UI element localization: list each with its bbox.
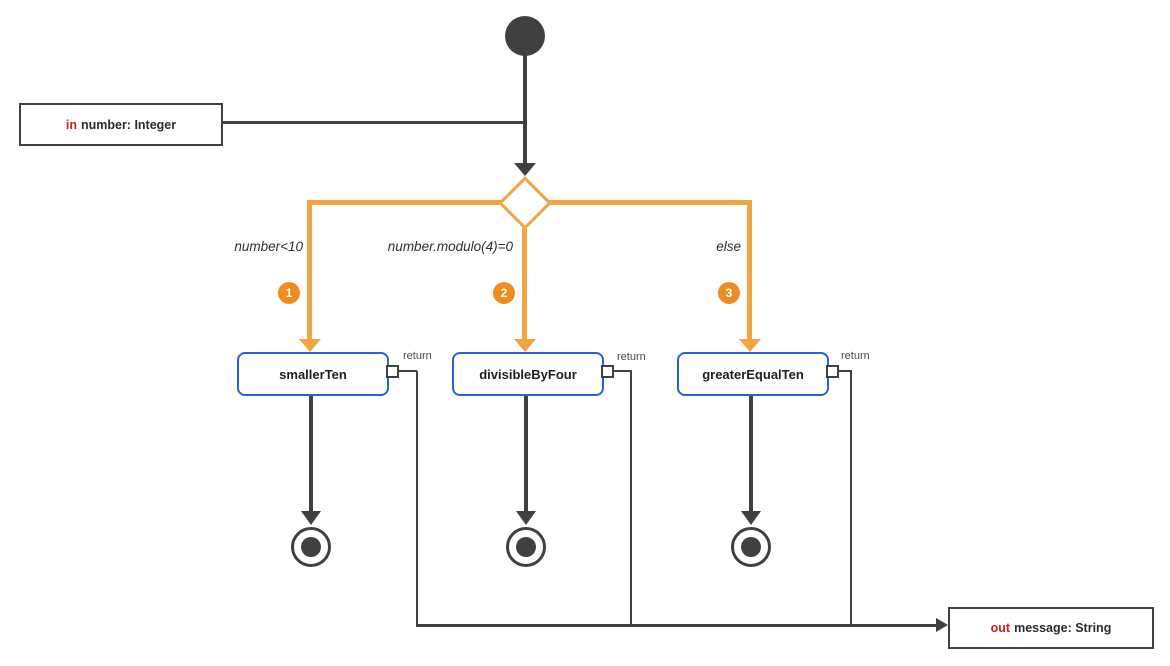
final-node-2[interactable]: [506, 527, 546, 567]
activity-label: greaterEqualTen: [702, 366, 804, 382]
activity-smallerTen[interactable]: smallerTen: [237, 352, 389, 396]
arrowhead-final-1-icon: [301, 511, 321, 525]
out-parameter-label: message: String: [1014, 621, 1112, 635]
branch-1-arrowhead-icon: [299, 339, 321, 352]
branch-1-line: [307, 200, 312, 339]
branch-3-line: [747, 200, 752, 339]
arrowhead-into-decision-icon: [514, 163, 536, 176]
activity-label: divisibleByFour: [479, 366, 577, 382]
guard-label-3: else: [716, 239, 741, 254]
sequence-badge-1[interactable]: 1: [278, 282, 300, 304]
branch-2-line: [522, 228, 527, 339]
return-pin-label-3: return: [841, 350, 870, 362]
pin-2-connector: [613, 370, 632, 372]
final-node-1[interactable]: [291, 527, 331, 567]
decision-node[interactable]: [498, 176, 552, 230]
activity-label: smallerTen: [279, 366, 347, 382]
control-flow-start-to-decision: [523, 54, 527, 164]
final-node-inner-dot: [301, 537, 321, 557]
return-flow-1: [416, 371, 418, 626]
final-node-inner-dot: [741, 537, 761, 557]
sequence-badge-3[interactable]: 3: [718, 282, 740, 304]
branch-3-arrowhead-icon: [739, 339, 761, 352]
arrowhead-into-out-icon: [936, 618, 948, 632]
return-flow-3: [850, 371, 852, 626]
out-keyword: out: [990, 621, 1011, 635]
output-pin-2[interactable]: [601, 365, 614, 378]
return-flow-2: [630, 371, 632, 626]
pin-3-connector: [838, 370, 852, 372]
in-keyword: in: [65, 117, 77, 132]
guard-label-2: number.modulo(4)=0: [387, 239, 513, 254]
activity-divisibleByFour[interactable]: divisibleByFour: [452, 352, 604, 396]
flow-to-final-2: [524, 392, 528, 512]
arrowhead-final-3-icon: [741, 511, 761, 525]
output-pin-1[interactable]: [386, 365, 399, 378]
sequence-badge-2[interactable]: 2: [493, 282, 515, 304]
return-pin-label-1: return: [403, 350, 432, 362]
activity-greaterEqualTen[interactable]: greaterEqualTen: [677, 352, 829, 396]
connector-in-parameter: [219, 121, 525, 124]
final-node-inner-dot: [516, 537, 536, 557]
initial-node[interactable]: [505, 16, 545, 56]
return-pin-label-2: return: [617, 351, 646, 363]
output-pin-3[interactable]: [826, 365, 839, 378]
merge-flow-to-out: [416, 624, 937, 627]
in-parameter-label: number: Integer: [80, 117, 177, 132]
flow-to-final-3: [749, 392, 753, 512]
final-node-3[interactable]: [731, 527, 771, 567]
pin-1-connector: [398, 370, 417, 372]
branch-2-arrowhead-icon: [514, 339, 536, 352]
guard-label-1: number<10: [234, 239, 303, 254]
flow-to-final-1: [309, 392, 313, 512]
arrowhead-final-2-icon: [516, 511, 536, 525]
